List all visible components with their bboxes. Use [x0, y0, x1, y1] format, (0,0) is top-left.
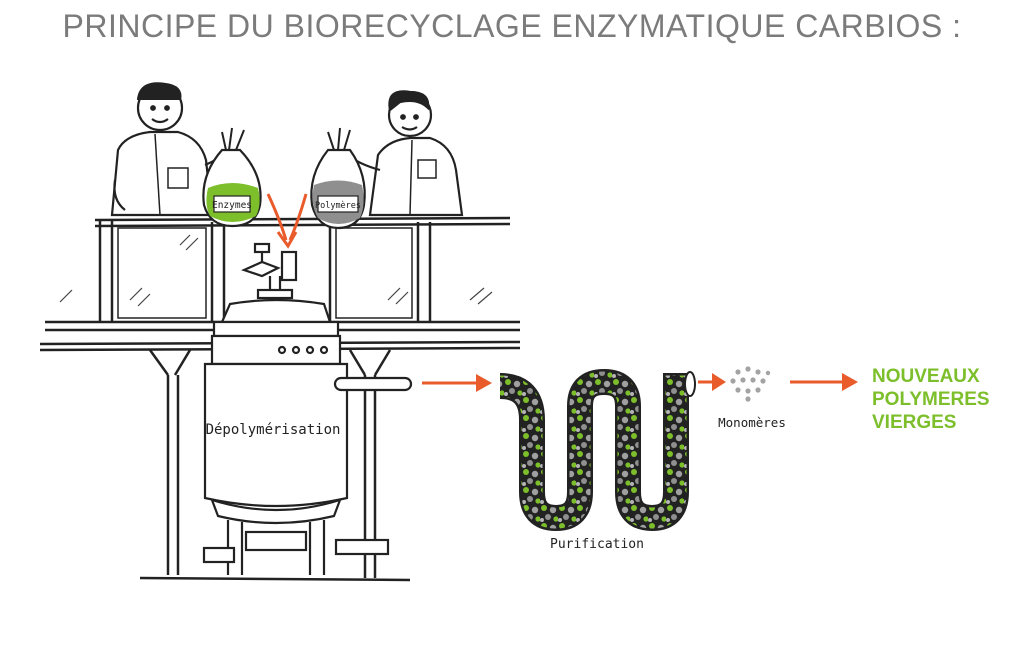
enzymes-label: Enzymes: [212, 200, 252, 211]
page-title: PRINCIPE DU BIORECYCLAGE ENZYMATIQUE CAR…: [62, 8, 962, 44]
arrow-to-monomers: [698, 373, 726, 391]
monomer-dots: [730, 366, 771, 402]
polymers-bag: Polymères: [310, 127, 366, 230]
polymers-label: Polymères: [315, 200, 361, 211]
purification-coil: [499, 368, 696, 532]
reactor-label: Dépolymérisation: [206, 422, 341, 438]
monomers-label: Monomères: [718, 415, 786, 430]
reactor-vessel: [202, 242, 413, 575]
result-line-1: NOUVEAUX: [872, 366, 980, 387]
arrow-to-purification: [422, 374, 492, 392]
result-line-2: POLYMERES: [872, 389, 990, 410]
glass-hatching: [59, 234, 493, 307]
enzymes-bag: Enzymes: [202, 127, 262, 228]
purification-label: Purification: [550, 537, 644, 552]
result-line-3: VIERGES: [872, 412, 956, 433]
input-arrows: [266, 193, 308, 249]
person-right: [351, 90, 464, 217]
arrow-to-result: [790, 373, 858, 391]
person-left: [110, 82, 229, 217]
